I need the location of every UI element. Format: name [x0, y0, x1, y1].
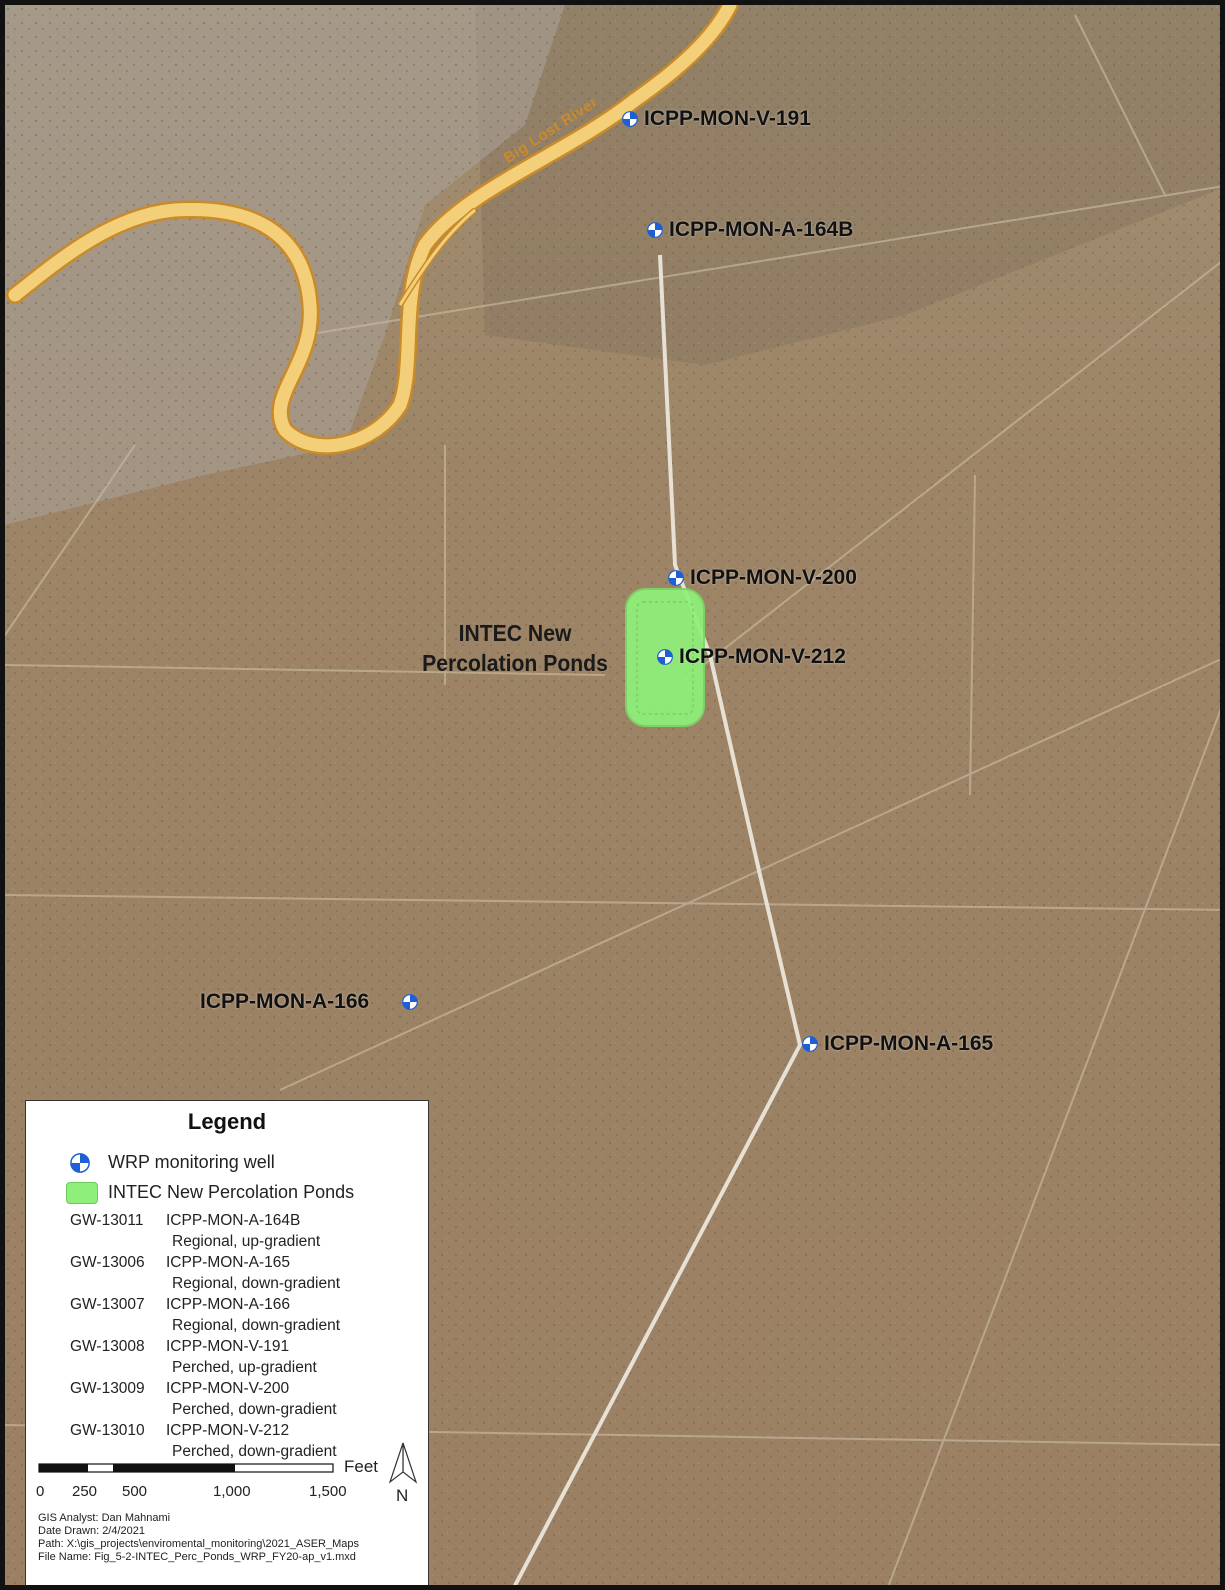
scale-tick-label: 500: [122, 1483, 148, 1500]
pond-label-line2: Percolation Ponds: [422, 650, 608, 676]
well-marker-icon[interactable]: [802, 1036, 818, 1052]
well-symbol-icon: [70, 1153, 90, 1173]
legend-entry-desc: Perched, down-gradient: [172, 1443, 337, 1460]
pond-symbol-icon: [66, 1182, 98, 1204]
legend-entry-desc: Perched, up-gradient: [172, 1359, 317, 1376]
well-label-a164b: ICPP-MON-A-164B: [669, 218, 854, 241]
north-arrow-icon: [388, 1442, 418, 1484]
legend-entry-code: GW-13010: [70, 1422, 145, 1439]
legend-entry-well: ICPP-MON-A-164B: [166, 1212, 301, 1229]
meta-path: Path: X:\gis_projects\enviromental_monit…: [38, 1538, 360, 1550]
well-label-a165: ICPP-MON-A-165: [824, 1032, 994, 1055]
well-marker-icon[interactable]: [622, 111, 638, 127]
well-marker-icon[interactable]: [402, 994, 418, 1010]
meta-analyst: GIS Analyst: Dan Mahnami: [38, 1512, 171, 1524]
legend-entry-code: GW-13011: [70, 1212, 144, 1229]
legend-entry-well: ICPP-MON-A-165: [166, 1254, 291, 1271]
legend-panel: Legend WRP monitoring well INTEC New Per…: [25, 1100, 429, 1585]
meta-date: Date Drawn: 2/4/2021: [38, 1525, 146, 1537]
pond-label-line1: INTEC New: [458, 620, 572, 646]
legend-entry-well: ICPP-MON-V-212: [166, 1422, 290, 1439]
well-label-v191: ICPP-MON-V-191: [644, 107, 811, 130]
legend-entry-code: GW-13009: [70, 1380, 145, 1397]
legend-entry-well: ICPP-MON-V-200: [166, 1380, 290, 1397]
main-road: [513, 254, 803, 1585]
legend-title: Legend: [187, 1109, 267, 1134]
well-marker-icon[interactable]: [647, 222, 663, 238]
well-label-v200: ICPP-MON-V-200: [690, 566, 857, 589]
legend-entry-desc: Regional, down-gradient: [172, 1317, 341, 1334]
legend-entry-well: ICPP-MON-A-166: [166, 1296, 291, 1313]
scale-unit: Feet: [344, 1457, 379, 1476]
legend-entry-code: GW-13006: [70, 1254, 145, 1271]
legend-well-label: WRP monitoring well: [108, 1152, 275, 1172]
legend-entry-desc: Regional, up-gradient: [172, 1233, 321, 1250]
pond-label: INTEC New Percolation Ponds: [409, 618, 621, 678]
legend-entry-desc: Regional, down-gradient: [172, 1275, 341, 1292]
well-label-a166: ICPP-MON-A-166: [200, 990, 370, 1013]
legend-pond-label: INTEC New Percolation Ponds: [108, 1182, 355, 1202]
legend-entry-code: GW-13008: [70, 1338, 145, 1355]
north-label: N: [396, 1486, 409, 1505]
well-marker-icon[interactable]: [657, 649, 673, 665]
well-label-v212: ICPP-MON-V-212: [679, 645, 846, 668]
scale-bar: [38, 1463, 334, 1473]
meta-file: File Name: Fig_5-2-INTEC_Perc_Ponds_WRP_…: [38, 1551, 356, 1563]
legend-entry-well: ICPP-MON-V-191: [166, 1338, 290, 1355]
scale-tick-label: 1,000: [213, 1483, 251, 1500]
legend-entry-desc: Perched, down-gradient: [172, 1401, 337, 1418]
scale-tick-label: 1,500: [309, 1483, 347, 1500]
legend-entry-code: GW-13007: [70, 1296, 145, 1313]
scale-tick-label: 250: [72, 1483, 98, 1500]
scale-tick-label: 0: [36, 1483, 45, 1500]
well-marker-icon[interactable]: [668, 570, 684, 586]
